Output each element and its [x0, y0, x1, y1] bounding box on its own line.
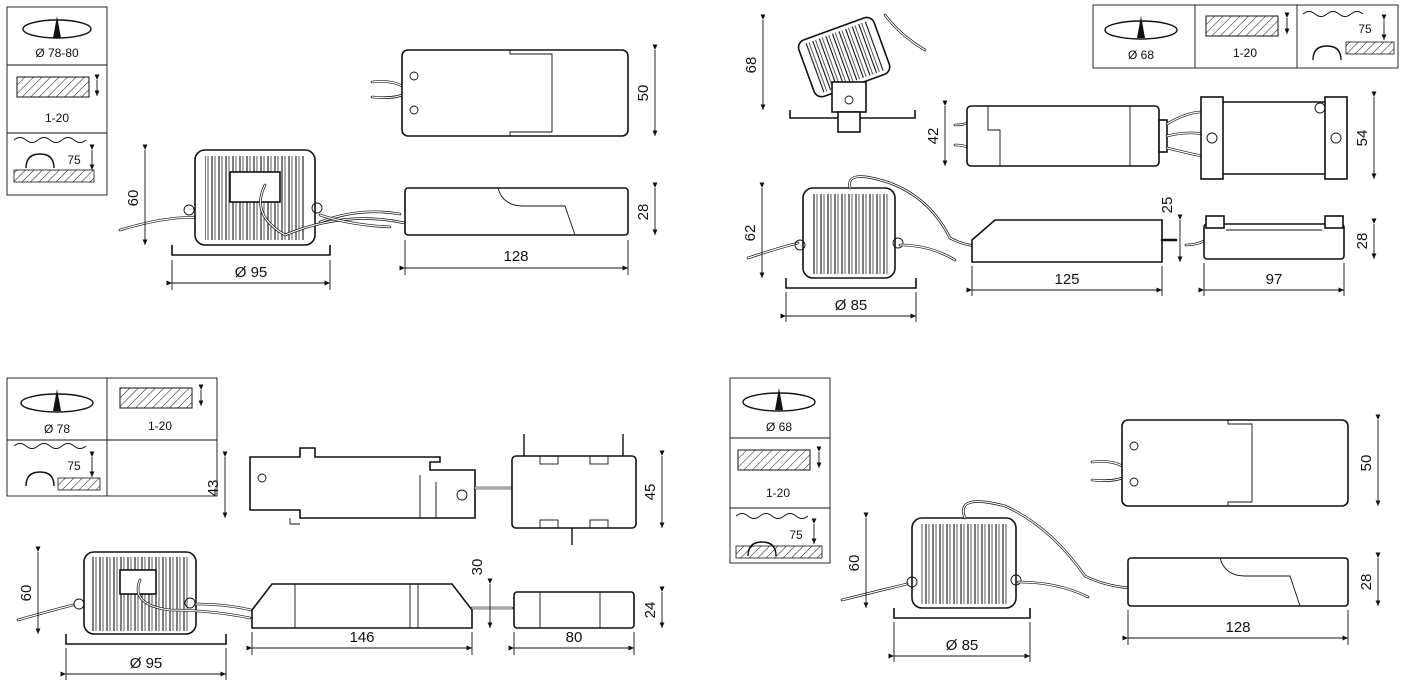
recess-depth-icon [13, 443, 101, 491]
diameter-dim: Ø 85 [946, 637, 979, 654]
tilted-lamp-view: 68 [743, 13, 927, 133]
driver-height-dim: 28 [1358, 574, 1375, 591]
recess-depth-icon [1302, 11, 1395, 61]
cutout-label: Ø 68 [1128, 48, 1154, 62]
legend-top-left: Ø 78-80 1-20 75 [6, 6, 108, 196]
driver-length-dim: 125 [1054, 271, 1079, 288]
cutout-icon [742, 388, 816, 412]
junction-box-side-view: 28 97 [1184, 215, 1377, 296]
cutout-label: Ø 78 [44, 422, 70, 436]
box-width-dim: 54 [1354, 130, 1371, 147]
box-height-dim: 28 [1354, 233, 1371, 250]
box-width-dim: 45 [642, 484, 659, 501]
cutout-icon [22, 16, 92, 39]
driver-width-dim: 42 [925, 128, 942, 145]
box-length-dim: 80 [566, 629, 583, 646]
lamp-height-dim: 62 [742, 225, 759, 242]
downlight-side-view: 60 Ø 95 [118, 144, 407, 290]
legend-top-right: Ø 68 1-20 75 [1092, 4, 1399, 69]
lamp-height-dim: 60 [846, 555, 863, 572]
ceiling-thickness-icon [737, 446, 822, 471]
ceiling-thickness-icon [16, 74, 100, 98]
legend-bottom-right: Ø 68 1-20 75 [729, 377, 831, 564]
downlight-side-view: 62 Ø 85 [742, 175, 982, 322]
tilt-height-dim: 68 [743, 57, 760, 74]
thickness-label: 1-20 [1233, 46, 1257, 60]
depth-label: 75 [67, 459, 81, 473]
driver-side-view: 30 146 [246, 559, 514, 655]
ceiling-thickness-icon [1205, 12, 1290, 37]
panel-top-left: Ø 78-80 1-20 75 50 [6, 6, 658, 290]
depth-label: 75 [1358, 22, 1372, 36]
panel-bottom-left: Ø 78 1-20 75 43 [6, 377, 665, 680]
junction-box-top-view: 54 [1200, 91, 1377, 180]
ceiling-thickness-icon [119, 384, 204, 409]
lamp-height-dim: 60 [18, 585, 35, 602]
driver-side-view: 28 128 [399, 182, 658, 275]
thickness-label: 1-20 [766, 486, 790, 500]
driver-width-dim: 43 [205, 480, 222, 497]
driver-height-dim: 30 [469, 559, 486, 576]
driver-side-view: 28 128 [1122, 552, 1381, 645]
junction-box-top-view: 45 [511, 434, 665, 545]
driver-width-dim: 50 [635, 85, 652, 102]
cutout-icon [20, 389, 94, 413]
driver-side-view: 25 125 [966, 197, 1183, 296]
driver-top-view: 50 [1090, 414, 1381, 507]
driver-length-dim: 128 [1225, 619, 1250, 636]
panel-bottom-right: Ø 68 1-20 75 50 [729, 377, 1381, 662]
box-height-dim: 24 [642, 602, 659, 619]
driver-top-view: 50 [370, 44, 658, 137]
cutout-label: Ø 78-80 [35, 46, 79, 60]
driver-top-view: 43 [205, 447, 514, 525]
cutout-icon [1104, 16, 1178, 40]
downlight-side-view: 60 Ø 95 [16, 546, 253, 680]
legend-bottom-left: Ø 78 1-20 75 [6, 377, 218, 497]
downlight-side-view: 60 Ø 85 [840, 500, 1132, 662]
thickness-label: 1-20 [148, 419, 172, 433]
recess-depth-icon [735, 513, 823, 559]
driver-top-view: 42 [925, 100, 1204, 167]
junction-box-side-view: 24 80 [508, 586, 665, 655]
box-length-dim: 97 [1266, 271, 1283, 288]
recess-depth-icon [13, 137, 95, 183]
diameter-dim: Ø 85 [835, 297, 868, 314]
depth-label: 75 [789, 528, 803, 542]
driver-height-dim: 25 [1159, 197, 1176, 214]
driver-width-dim: 50 [1358, 455, 1375, 472]
panel-top-right: Ø 68 1-20 75 68 [742, 4, 1399, 322]
depth-label: 75 [67, 153, 81, 167]
cutout-label: Ø 68 [766, 420, 792, 434]
driver-length-dim: 146 [349, 629, 374, 646]
thickness-label: 1-20 [45, 111, 69, 125]
diameter-dim: Ø 95 [130, 655, 163, 672]
driver-length-dim: 128 [503, 248, 528, 265]
lamp-height-dim: 60 [125, 190, 142, 207]
diameter-dim: Ø 95 [235, 264, 268, 281]
driver-height-dim: 28 [635, 204, 652, 221]
